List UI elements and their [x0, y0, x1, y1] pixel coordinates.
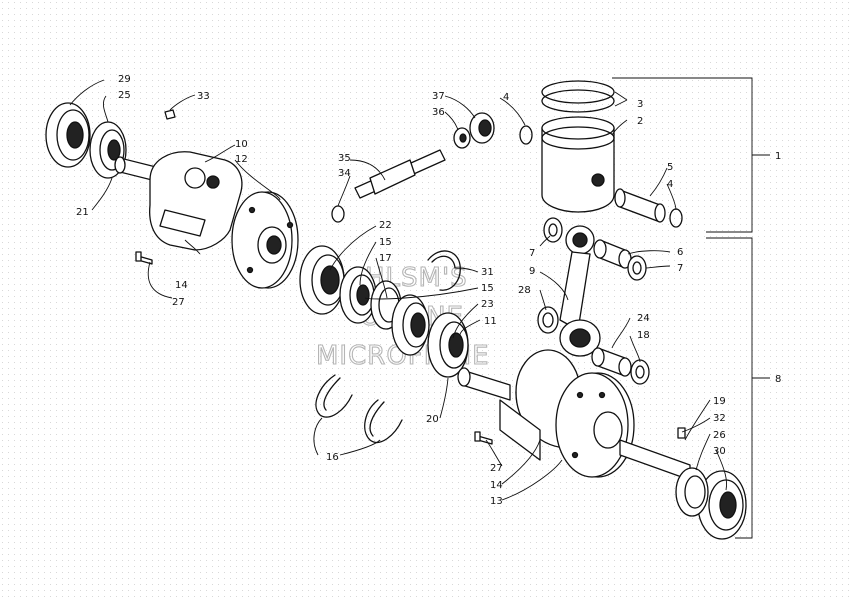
callout-7-right: 7 [677, 263, 683, 274]
seal-29 [45, 102, 91, 168]
callout-3: 3 [637, 99, 643, 110]
snap-rings-16 [315, 374, 403, 444]
callout-33: 33 [197, 91, 210, 102]
callout-16: 16 [326, 452, 339, 463]
screw-27-left [135, 251, 153, 265]
washer-18 [630, 359, 650, 385]
leader-lines [69, 77, 770, 539]
bearing-11-center [391, 294, 430, 356]
washer-34 [331, 205, 345, 223]
circlip-4-top [519, 125, 533, 145]
callout-9: 9 [529, 266, 535, 277]
key-32 [677, 427, 686, 439]
callout-labels: 1 2 3 4 4 5 6 7 7 8 9 10 11 12 13 14 14 … [76, 74, 781, 507]
bearing-23 [427, 312, 469, 378]
callout-4-pin: 4 [667, 179, 673, 190]
left-crank-web [149, 151, 243, 251]
callout-24: 24 [637, 313, 650, 324]
callout-12: 12 [235, 154, 248, 165]
bearing-19 [675, 467, 709, 517]
callout-34: 34 [338, 168, 351, 179]
key-33 [164, 109, 176, 120]
callout-23: 23 [481, 299, 494, 310]
callout-4-top: 4 [503, 92, 509, 103]
callout-32: 32 [713, 413, 726, 424]
callout-37: 37 [432, 91, 445, 102]
needle-bearing-24 [591, 347, 632, 377]
callout-27-right: 27 [490, 463, 503, 474]
left-crank-flywheel-12 [231, 191, 299, 289]
callout-14-left: 14 [175, 280, 188, 291]
callout-26: 26 [713, 430, 726, 441]
pump-drive-gear-35 [354, 149, 446, 199]
callout-11: 11 [484, 316, 497, 327]
seal-30 [697, 470, 747, 540]
bearing-22 [299, 245, 345, 315]
callout-29: 29 [118, 74, 131, 85]
callout-14-right: 14 [490, 480, 503, 491]
callout-19: 19 [713, 396, 726, 407]
callout-22: 22 [379, 220, 392, 231]
callout-36: 36 [432, 107, 445, 118]
callout-35: 35 [338, 153, 351, 164]
piston-pin-5 [614, 188, 666, 223]
callout-8: 8 [775, 374, 781, 385]
callout-30: 30 [713, 446, 726, 457]
callout-13: 13 [490, 496, 503, 507]
screw-27-right [474, 431, 493, 445]
washer-7-right [627, 255, 647, 281]
callout-15-upper: 15 [379, 237, 392, 248]
snap-ring-31 [427, 250, 461, 291]
callout-18: 18 [637, 330, 650, 341]
washer-36 [453, 127, 471, 149]
nut-37 [469, 112, 495, 144]
callout-5: 5 [667, 162, 673, 173]
connecting-rod-9 [559, 225, 601, 357]
callout-1: 1 [775, 151, 781, 162]
callout-25: 25 [118, 90, 131, 101]
right-crank-flywheel [555, 372, 635, 478]
callout-27-left: 27 [172, 297, 185, 308]
right-crank-shaft-splined [457, 367, 511, 401]
callout-7-left: 7 [529, 248, 535, 259]
callout-31: 31 [481, 267, 494, 278]
callout-10: 10 [235, 139, 248, 150]
seal-15-upper [339, 266, 377, 324]
piston-rings-3 [541, 80, 615, 113]
callout-6: 6 [677, 247, 683, 258]
callout-20: 20 [426, 414, 439, 425]
callout-17: 17 [379, 253, 392, 264]
piston-2 [541, 116, 615, 213]
washer-28 [537, 306, 559, 334]
callout-28: 28 [518, 285, 531, 296]
callout-2: 2 [637, 116, 643, 127]
callout-21: 21 [76, 207, 89, 218]
callout-15-lower: 15 [481, 283, 494, 294]
washer-7-left [543, 217, 563, 243]
